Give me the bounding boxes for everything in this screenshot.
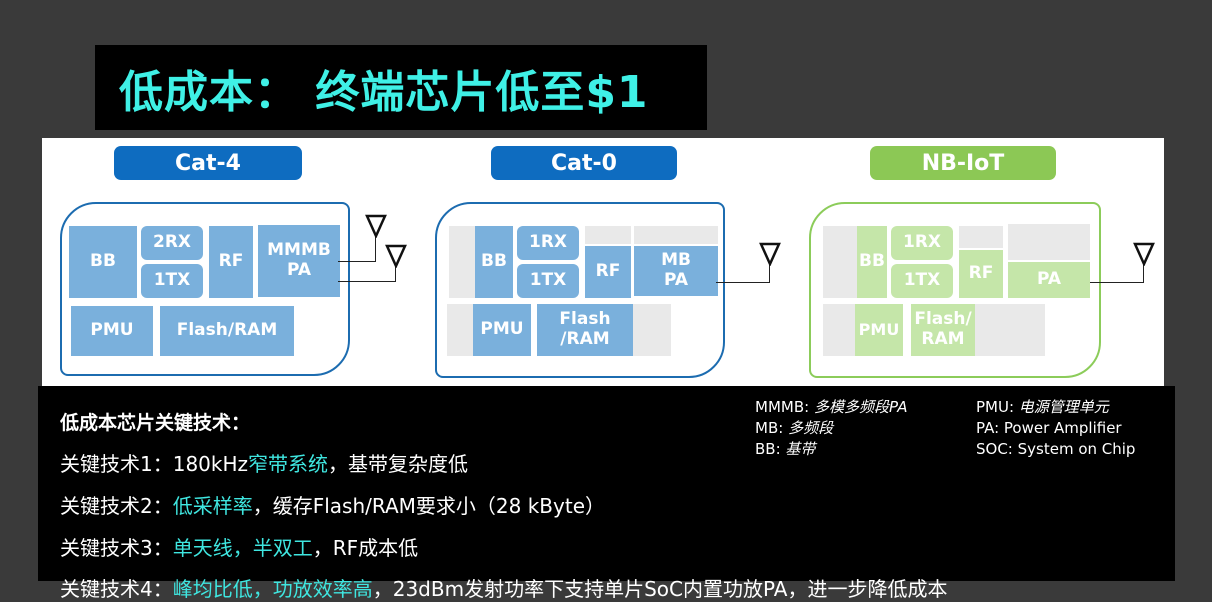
chip-cat4: BB 2RX 1TX RF MMMB PA PMU Flash/RAM [60,202,350,376]
line-suffix: ，RF成本低 [312,536,419,560]
block-bb: BB [857,226,887,298]
line-prefix: 关键技术3： [60,536,173,560]
key-tech-line-4: 关键技术4：峰均比低，功放效率高，23dBm发射功率下支持单片SoC内置功放PA… [60,573,947,602]
legend-item: PA: Power Amplifier [976,419,1122,437]
block-pa: MB PA [634,246,718,296]
legend-item: PMU: 电源管理单元 [976,398,1109,416]
antenna-wire [769,264,770,283]
key-tech-line-2: 关键技术2：低采样率，缓存Flash/RAM要求小（28 kByte） [60,490,605,519]
block-rx: 1RX [517,226,579,260]
block-empty [975,304,1045,356]
slide-title: 低成本： 终端芯片低至$1 [119,66,649,118]
chip-nbiot: BB 1RX 1TX RF PA PMU Flash/ RAM [809,202,1101,378]
block-flash-ram: Flash/RAM [160,306,294,356]
block-tx: 1TX [891,264,953,298]
line-highlight: 单天线，半双工 [172,536,313,560]
block-empty [447,304,475,356]
block-flash-ram: Flash /RAM [537,304,633,356]
block-empty [585,226,631,244]
key-tech-panel: 低成本芯片关键技术： 关键技术1：180kHz窄带系统，基带复杂度低 关键技术2… [38,386,1175,601]
badge-cat0: Cat-0 [491,146,677,180]
block-pa: MMMB PA [258,225,340,297]
chip-cat0: BB 1RX 1TX RF MB PA PMU Flash /RAM [435,202,725,378]
antenna-wire [1090,282,1144,283]
legend-item: BB: 基带 [755,440,816,458]
key-tech-line-3: 关键技术3：单天线，半双工，RF成本低 [60,532,418,561]
block-empty [959,226,1003,248]
badge-cat4: Cat-4 [114,146,302,180]
block-rx: 1RX [891,226,953,260]
antenna-wire [1143,264,1144,283]
block-rf: RF [959,250,1003,298]
legend-item: SOC: System on Chip [976,440,1136,458]
block-pmu: PMU [473,304,531,356]
block-pmu: PMU [855,304,903,356]
block-empty [823,226,857,298]
antenna-wire [338,281,396,282]
line-highlight: 低采样率 [172,494,253,518]
antenna-wire [716,282,770,283]
key-tech-heading: 低成本芯片关键技术： [60,412,251,434]
line-suffix: ，缓存Flash/RAM要求小（28 kByte） [252,494,605,518]
block-tx: 1TX [141,264,203,298]
block-rf: RF [585,246,631,298]
legend-right: PMU: 电源管理单元 PA: Power Amplifier SOC: Sys… [976,397,1135,460]
line-prefix: 关键技术2： [60,494,173,518]
chip-comparison-diagram: Cat-4 BB 2RX 1TX RF MMMB PA PMU Flash/RA… [42,138,1164,386]
block-empty [634,226,718,244]
legend-item: MMMB: 多模多频段PA [755,398,908,416]
block-pmu: PMU [71,306,153,356]
block-empty [1008,224,1090,260]
line-suffix: ，基带复杂度低 [328,452,469,476]
block-bb: BB [475,226,513,298]
legend-item: MB: 多频段 [755,419,834,437]
block-empty [823,304,855,356]
block-pa: PA [1008,262,1090,298]
block-tx: 1TX [517,264,579,298]
block-empty [449,226,477,298]
legend-left: MMMB: 多模多频段PA MB: 多频段 BB: 基带 [755,397,908,460]
slide-title-bar: 低成本： 终端芯片低至$1 [95,45,707,130]
block-empty [633,304,671,356]
badge-nbiot: NB-IoT [870,146,1056,180]
antenna-wire [375,236,376,262]
antenna-wire [395,266,396,282]
line-highlight: 窄带系统 [248,452,329,476]
block-bb: BB [69,226,137,298]
line-prefix: 关键技术1：180kHz [60,452,249,476]
key-tech-line-1: 关键技术1：180kHz窄带系统，基带复杂度低 [60,448,468,477]
block-rf: RF [209,226,253,298]
block-rx: 2RX [141,226,203,260]
antenna-wire [338,261,376,262]
block-flash-ram: Flash/ RAM [911,304,975,356]
